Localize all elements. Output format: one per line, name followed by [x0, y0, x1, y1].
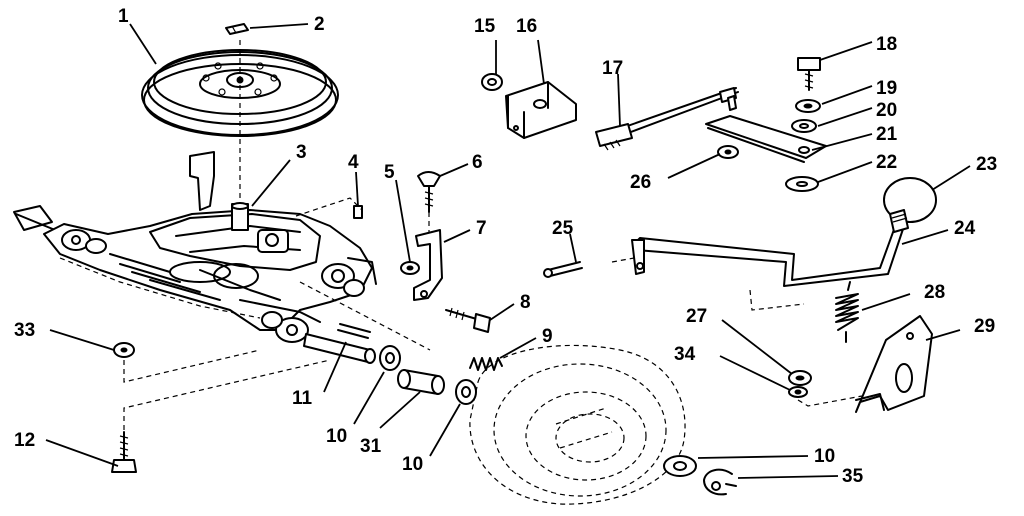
- bolt-12: [111, 431, 137, 473]
- callout-4: 4: [348, 152, 359, 173]
- callout-17: 17: [602, 58, 623, 79]
- e-clip: [703, 468, 737, 496]
- axle: [303, 323, 376, 364]
- washer-10b: [455, 379, 477, 405]
- shift-rod: [595, 87, 739, 151]
- callout-10-middle: 10: [402, 454, 423, 475]
- callout-20: 20: [876, 100, 897, 121]
- spring-28: [835, 281, 859, 343]
- callout-15: 15: [474, 16, 496, 37]
- bracket-7: [413, 229, 443, 301]
- callout-19: 19: [876, 78, 897, 99]
- transaxle: [13, 151, 377, 343]
- callout-10-right: 10: [814, 446, 835, 467]
- bracket-16: [505, 81, 577, 139]
- callout-6: 6: [472, 152, 483, 173]
- callout-5: 5: [384, 162, 395, 183]
- callout-21: 21: [876, 124, 898, 145]
- callout-18: 18: [876, 34, 897, 55]
- callout-11: 11: [292, 388, 313, 409]
- washer-19: [795, 99, 821, 113]
- callout-35: 35: [842, 466, 864, 487]
- nut-27: [788, 370, 812, 386]
- nut-26: [717, 145, 739, 159]
- callout-7: 7: [476, 218, 487, 239]
- leader-lines: [45, 23, 971, 479]
- washer-10a: [379, 345, 401, 371]
- washer-15: [481, 73, 503, 91]
- pin: [353, 205, 363, 219]
- callout-24: 24: [954, 218, 976, 239]
- callout-3: 3: [296, 142, 307, 163]
- spring-9: [469, 357, 503, 371]
- nut-5: [400, 261, 420, 275]
- washer-10c: [663, 455, 697, 477]
- callout-25: 25: [552, 218, 574, 239]
- callout-9: 9: [542, 326, 553, 347]
- callout-8: 8: [520, 292, 531, 313]
- callout-22: 22: [876, 152, 897, 173]
- callout-33: 33: [14, 320, 35, 341]
- callout-23: 23: [976, 154, 997, 175]
- washer-20: [791, 119, 817, 133]
- callout-31: 31: [360, 436, 382, 457]
- callout-12: 12: [14, 430, 35, 451]
- callout-labels: 1 2 3 4 5 6 7 8 9 10 10 10 11 12 15 16 1…: [14, 6, 997, 487]
- shift-lever: [631, 209, 909, 287]
- carriage-bolt: [417, 171, 441, 213]
- callout-27: 27: [686, 306, 707, 327]
- wheel-outline: [469, 344, 686, 505]
- bolt-18: [797, 57, 821, 91]
- callout-34: 34: [674, 344, 696, 365]
- callout-1: 1: [118, 6, 129, 27]
- callout-2: 2: [314, 14, 325, 35]
- pin-25: [543, 261, 583, 278]
- callout-26: 26: [630, 172, 651, 193]
- callout-10-left: 10: [326, 426, 347, 447]
- callout-16: 16: [516, 16, 537, 37]
- bolt-8: [445, 307, 491, 333]
- callout-28: 28: [924, 282, 945, 303]
- pulley-key: [225, 23, 249, 35]
- bracket-29: [855, 315, 933, 413]
- callout-29: 29: [974, 316, 995, 337]
- spacer: [397, 369, 445, 395]
- washer-34: [788, 386, 808, 398]
- washer-22: [785, 176, 819, 192]
- nut-33: [113, 342, 135, 358]
